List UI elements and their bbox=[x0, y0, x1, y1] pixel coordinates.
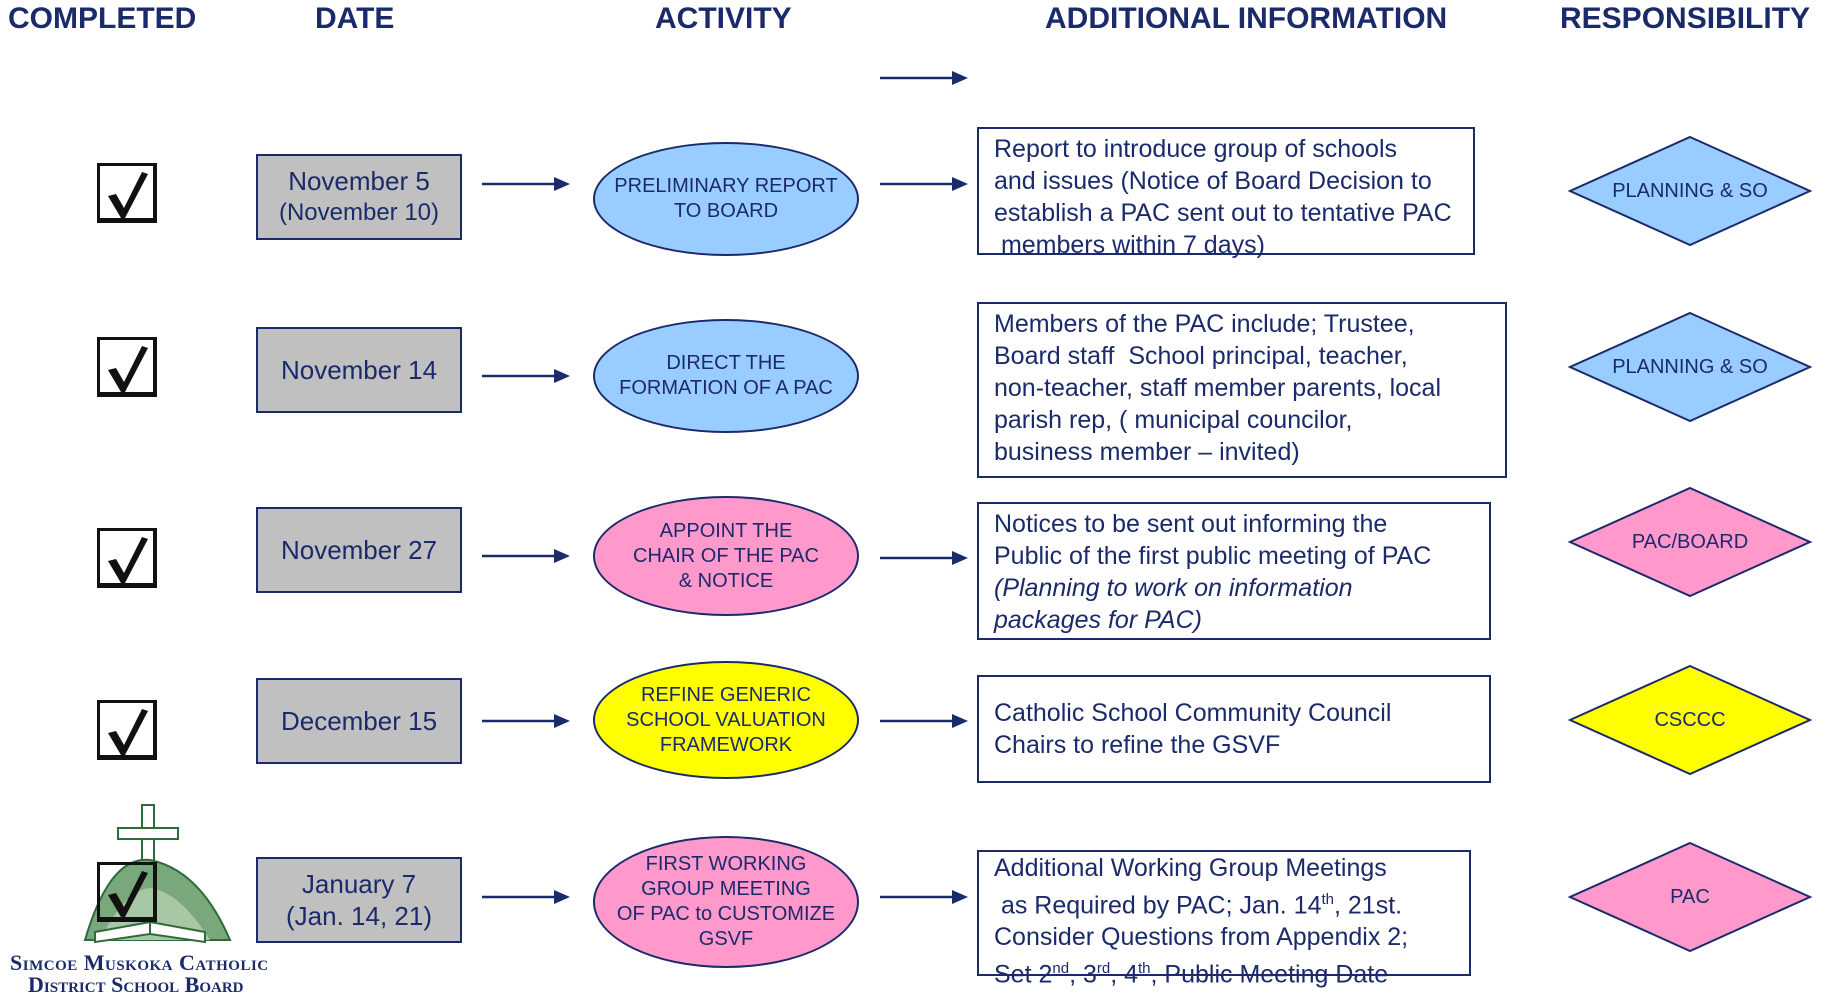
responsibility-label: CSCCC bbox=[1654, 708, 1726, 731]
info-line: business member – invited) bbox=[994, 438, 1300, 466]
date-label: November 27 bbox=[280, 535, 438, 565]
info-line: Additional Working Group Meetings bbox=[994, 854, 1387, 882]
arrow-icon bbox=[482, 177, 570, 191]
additional-info-box: Catholic School Community Council Chairs… bbox=[977, 675, 1491, 783]
date-box: November 5 (November 10) bbox=[256, 154, 462, 240]
additional-info-box: Members of the PAC include; Trustee, Boa… bbox=[977, 302, 1507, 478]
responsibility-diamond: PAC bbox=[1567, 841, 1813, 953]
activity-label: FRAMEWORK bbox=[659, 733, 793, 756]
activity-ellipse: DIRECT THE FORMATION OF A PAC bbox=[593, 319, 859, 433]
activity-label: PRELIMINARY REPORT bbox=[614, 175, 838, 197]
activity-ellipse: APPOINT THE CHAIR OF THE PAC & NOTICE bbox=[593, 496, 859, 616]
date-label: December 15 bbox=[280, 706, 438, 736]
activity-label: DIRECT THE bbox=[666, 352, 786, 374]
activity-label: REFINE GENERIC bbox=[640, 683, 812, 706]
logo-name-line2: District School Board bbox=[28, 972, 244, 997]
info-line-italic: (Planning to work on information bbox=[994, 574, 1353, 602]
activity-label: & NOTICE bbox=[678, 569, 774, 592]
info-line: Board staff School principal, teacher, bbox=[994, 342, 1408, 370]
arrow-icon bbox=[482, 549, 570, 563]
arrow-icon bbox=[482, 714, 570, 728]
date-label: November 5 bbox=[288, 166, 430, 196]
info-line: Public of the first public meeting of PA… bbox=[994, 542, 1432, 570]
info-line: and issues (Notice of Board Decision to bbox=[994, 167, 1432, 195]
logo-name-line1: Simcoe Muskoka Catholic bbox=[10, 950, 269, 975]
info-line: establish a PAC sent out to tentative PA… bbox=[994, 199, 1452, 227]
additional-info-box: Notices to be sent out informing the Pub… bbox=[977, 502, 1491, 640]
activity-label: CHAIR OF THE PAC bbox=[633, 544, 819, 567]
info-line: members within 7 days) bbox=[994, 231, 1265, 259]
activity-label: GROUP MEETING bbox=[641, 878, 811, 900]
info-line: parish rep, ( municipal councilor, bbox=[994, 406, 1353, 434]
info-line: Members of the PAC include; Trustee, bbox=[994, 310, 1415, 338]
responsibility-label: PAC/BOARD bbox=[1631, 530, 1749, 553]
completed-checkbox-icon bbox=[97, 337, 157, 397]
arrow-icon bbox=[482, 369, 570, 383]
arrow-icon bbox=[880, 714, 968, 728]
activity-label: FORMATION OF A PAC bbox=[619, 377, 833, 399]
header-additional-information: ADDITIONAL INFORMATION bbox=[1045, 2, 1448, 35]
info-line: non-teacher, staff member parents, local bbox=[994, 374, 1441, 402]
responsibility-diamond: PLANNING & SO bbox=[1567, 311, 1813, 423]
responsibility-diamond: PAC/BOARD bbox=[1567, 486, 1813, 598]
completed-checkbox-icon bbox=[97, 700, 157, 760]
arrow-icon bbox=[880, 71, 968, 85]
date-sublabel: (November 10) bbox=[278, 199, 440, 226]
date-label: November 14 bbox=[280, 355, 438, 385]
activity-ellipse: PRELIMINARY REPORT TO BOARD bbox=[593, 142, 859, 256]
date-sublabel: (Jan. 14, 21) bbox=[286, 901, 432, 931]
responsibility-label: PLANNING & SO bbox=[1612, 355, 1768, 378]
date-label: January 7 bbox=[301, 869, 417, 899]
info-line: Chairs to refine the GSVF bbox=[994, 731, 1281, 759]
date-box: November 14 bbox=[256, 327, 462, 413]
date-box: November 27 bbox=[256, 507, 462, 593]
header-responsibility: RESPONSIBILITY bbox=[1560, 2, 1811, 35]
completed-checkbox-icon bbox=[97, 528, 157, 588]
info-line: Catholic School Community Council bbox=[994, 699, 1392, 727]
activity-label: OF PAC to CUSTOMIZE bbox=[616, 903, 836, 925]
header-date: DATE bbox=[315, 2, 395, 35]
activity-label: TO BOARD bbox=[673, 200, 779, 222]
info-line: Notices to be sent out informing the bbox=[994, 510, 1388, 538]
responsibility-diamond: CSCCC bbox=[1567, 664, 1813, 776]
activity-label: APPOINT THE bbox=[659, 519, 793, 542]
header-completed: COMPLETED bbox=[8, 2, 197, 35]
info-line-italic: packages for PAC) bbox=[994, 606, 1202, 634]
info-line: Set 2nd, 3rd, 4th, Public Meeting Date bbox=[994, 960, 1389, 989]
activity-label: GSVF bbox=[698, 928, 754, 950]
info-line: Report to introduce group of schools bbox=[994, 135, 1398, 163]
activity-ellipse: REFINE GENERIC SCHOOL VALUATION FRAMEWOR… bbox=[593, 661, 859, 779]
activity-label: SCHOOL VALUATION bbox=[626, 708, 826, 731]
header-activity: ACTIVITY bbox=[655, 2, 792, 35]
additional-info-box: Report to introduce group of schools and… bbox=[977, 127, 1475, 259]
date-box: December 15 bbox=[256, 678, 462, 764]
responsibility-label: PAC bbox=[1670, 885, 1710, 908]
arrow-icon bbox=[880, 551, 968, 565]
completed-checkbox-icon bbox=[97, 862, 157, 922]
activity-ellipse: FIRST WORKING GROUP MEETING OF PAC to CU… bbox=[593, 836, 859, 968]
additional-info-box: Additional Working Group Meetings as Req… bbox=[977, 850, 1471, 989]
arrow-icon bbox=[482, 890, 570, 904]
date-box: January 7 (Jan. 14, 21) bbox=[256, 857, 462, 943]
activity-label: FIRST WORKING bbox=[645, 853, 807, 875]
info-line: Consider Questions from Appendix 2; bbox=[994, 923, 1409, 952]
arrow-icon bbox=[880, 890, 968, 904]
arrow-icon bbox=[880, 177, 968, 191]
responsibility-label: PLANNING & SO bbox=[1612, 179, 1768, 202]
info-line: as Required by PAC; Jan. 14th, 21st. bbox=[994, 891, 1403, 920]
completed-checkbox-icon bbox=[97, 163, 157, 223]
responsibility-diamond: PLANNING & SO bbox=[1567, 135, 1813, 247]
